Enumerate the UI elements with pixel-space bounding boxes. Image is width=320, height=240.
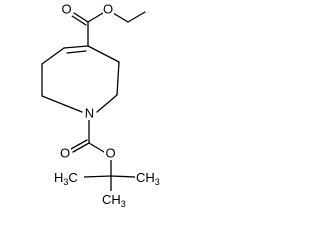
atom-label-ch3: CH3 (136, 170, 160, 187)
methyl-bottom: CH3 (100, 191, 130, 209)
methyl-right: CH3 (135, 170, 167, 187)
ester-ether-oxygen: O (103, 2, 114, 17)
chemical-structure-diagram: O O N O O H3C CH3 (41, 2, 167, 209)
bond-carbamate-c-o (88, 142, 105, 153)
carbamate-ether-oxygen: O (104, 146, 117, 161)
bond-ester-co-double-a (73, 12, 89, 23)
carbamate-carbonyl-oxygen: O (59, 146, 71, 161)
bond-tert-methyl-right (110, 175, 136, 178)
atom-label-n: N (85, 106, 94, 121)
bond-ring-c5-c4-double-outer (63, 45, 89, 49)
atom-label-o: O (61, 2, 71, 17)
ring-nitrogen: N (83, 106, 96, 121)
bond-tert-methyl-left (83, 175, 112, 178)
bond-ring-c2-n (96, 94, 118, 113)
atom-label-o: O (103, 2, 113, 17)
bond-ethyl-ch2-ch3 (127, 11, 146, 23)
bond-ring-c5-c4-double-inner (66, 50, 87, 54)
atom-label-ch3: CH3 (102, 192, 126, 209)
bond-carbamate-co-double-a (72, 142, 90, 153)
bonds (41, 11, 146, 193)
bond-carbamate-co-double-b (70, 139, 88, 150)
atom-label-o: O (60, 146, 70, 161)
ester-carbonyl-oxygen: O (61, 2, 72, 17)
bond-ring-c4-c3 (87, 45, 120, 63)
bond-ester-c-o (87, 12, 104, 23)
bond-ester-co-double-b (71, 15, 87, 26)
atom-labels: O O N O O H3C CH3 (52, 2, 167, 209)
atom-label-h3c: H3C (54, 170, 78, 187)
methyl-left: H3C (52, 170, 84, 187)
bond-ring-c3-c2 (116, 61, 120, 96)
atom-label-o: O (105, 146, 115, 161)
bond-ring-c6-c5 (41, 47, 65, 65)
bond-ester-o-ch2 (112, 12, 129, 23)
bond-ring-n-c7 (41, 95, 83, 113)
